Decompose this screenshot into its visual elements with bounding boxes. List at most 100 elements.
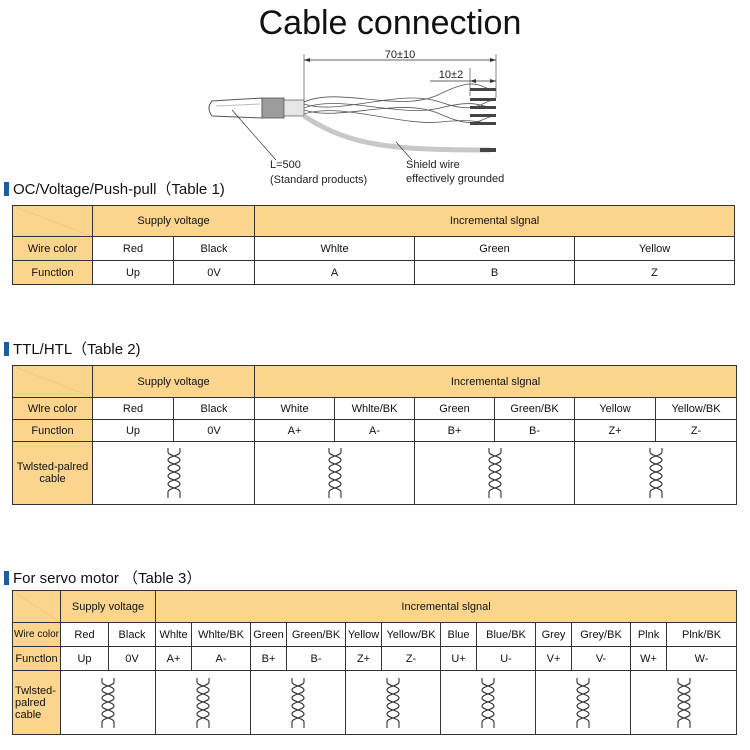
table2: Supply voltage Incremental slgnal Wlre c… [12,365,738,505]
table2-wire-color: Red [92,397,174,420]
table3-function: A- [191,646,252,671]
table3-wire-color: Grey/BK [571,622,632,647]
table1-wire-color: Whlte [254,236,416,261]
table3-twisted-cell [155,670,252,735]
table1: Supply voltage Incremental slgnal Wire c… [12,205,736,285]
table1-wire-color: Yellow [574,236,736,261]
table2-wire-color: Yellow/BK [655,397,738,420]
table3-function: V- [571,646,632,671]
table2-function: Up [92,419,174,442]
page-title: Cable connection [258,4,522,42]
dim-total-label: 70±10 [385,49,416,61]
table3-function: B+ [250,646,288,671]
table3-twisted-cell [535,670,632,735]
table2-wire-color: White [254,397,336,420]
table2-twisted-cell [574,441,738,505]
table2-wire-color: Green/BK [494,397,576,420]
table3-twisted-cell [440,670,537,735]
table1-wire-color: Black [172,236,256,261]
twisted-pair-icon [442,676,535,730]
twisted-pair-icon [157,676,250,730]
table3-function: W+ [630,646,668,671]
table2-heading-text: TTL/HTL（Table 2) [13,341,141,358]
table2-signal-header: Incremental slgnal [254,365,738,398]
table3-corner [12,590,61,623]
heading-marker-icon [4,181,9,196]
table3-wire-color: Plnk/BK [666,622,738,647]
table2-wire-color: Green [414,397,496,420]
table3-wire-color: Grey [535,622,573,647]
table2-function: Z+ [574,419,657,442]
twisted-pair-icon [256,446,414,500]
table1-heading-text: OC/Voltage/Push-pull（Table 1) [13,181,225,198]
table3-wire-color: Black [107,622,157,647]
table2-function: B+ [414,419,496,442]
heading-marker-icon [4,341,9,356]
table3-signal-header: Incremental slgnal [155,590,738,623]
table1-supply-header: Supply voltage [91,205,256,237]
table3-function: U- [476,646,537,671]
table1-function: Z [574,260,736,285]
table3-wire-color: Blue [440,622,478,647]
table1-corner [12,205,93,237]
table2-wire-color: Black [172,397,256,420]
twisted-pair-icon [252,676,345,730]
twisted-pair-icon [347,676,440,730]
table3-wire-color: Whlte [155,622,193,647]
table2-twisted-cell [91,441,256,505]
table1-wire-color: Red [92,236,174,261]
dim-strip-label: 10±2 [439,69,463,81]
table3-function: Z+ [345,646,383,671]
cable-drawing: 70±10 10±2 L=5 [208,49,504,186]
table1-wire-label: Wire color [12,236,93,261]
table3-twisted-cell [250,670,347,735]
table3-wire-color: Yellow [345,622,383,647]
table2-function: 0V [172,419,256,442]
table2-twisted-cell [414,441,576,505]
table3-function: B- [286,646,347,671]
table3-wire-color: Blue/BK [476,622,537,647]
table2-wire-color: Yellow [574,397,657,420]
table2-heading: TTL/HTL（Table 2) [4,338,141,359]
table3-wire-label: Wire color [12,622,61,647]
table3-twisted-cell [59,670,157,735]
table2-twisted-label: Twlsted-palred cable [12,441,93,505]
cable-diagram: 70±10 10±2 L=5 [200,46,530,191]
table3-wire-color: Green [250,622,288,647]
table3-wire-color: Plnk [630,622,668,647]
table2-function: B- [494,419,576,442]
table3-function-label: Functlon [12,646,61,671]
table3-supply-header: Supply voltage [59,590,157,623]
table3-wire-color: Green/BK [286,622,347,647]
table3: Supply voltage Incremental slgnal Wire c… [12,590,738,735]
table3-function: V+ [535,646,573,671]
table2-function: Z- [655,419,738,442]
table3-wire-color: Red [60,622,109,647]
table1-function: B [414,260,576,285]
twisted-pair-icon [62,676,155,730]
twisted-pair-icon [416,446,574,500]
table1-function-label: Functlon [12,260,93,285]
twisted-pair-icon [537,676,630,730]
table1-signal-header: Incremental slgnal [254,205,736,237]
table3-function: U+ [440,646,478,671]
table1-function: A [254,260,416,285]
shield-label-2: effectively grounded [406,173,504,185]
table3-twisted-cell [630,670,738,735]
length-note: (Standard products) [270,174,367,186]
table2-corner [12,365,93,398]
table3-wire-color: Yellow/BK [381,622,442,647]
table1-function: 0V [172,260,256,285]
table3-function: 0V [107,646,157,671]
length-label: L=500 [270,159,301,171]
table3-wire-color: Whlte/BK [191,622,252,647]
shield-label-1: Shield wire [406,159,460,171]
heading-marker-icon [4,570,9,585]
table2-function: A- [334,419,416,442]
table1-heading: OC/Voltage/Push-pull（Table 1) [4,178,225,199]
table3-heading: For servo motor （Table 3） [4,567,201,588]
table3-heading-text: For servo motor （Table 3） [13,570,202,587]
table2-wire-color: Whlte/BK [334,397,416,420]
twisted-pair-icon [576,446,736,500]
table3-function: A+ [155,646,193,671]
